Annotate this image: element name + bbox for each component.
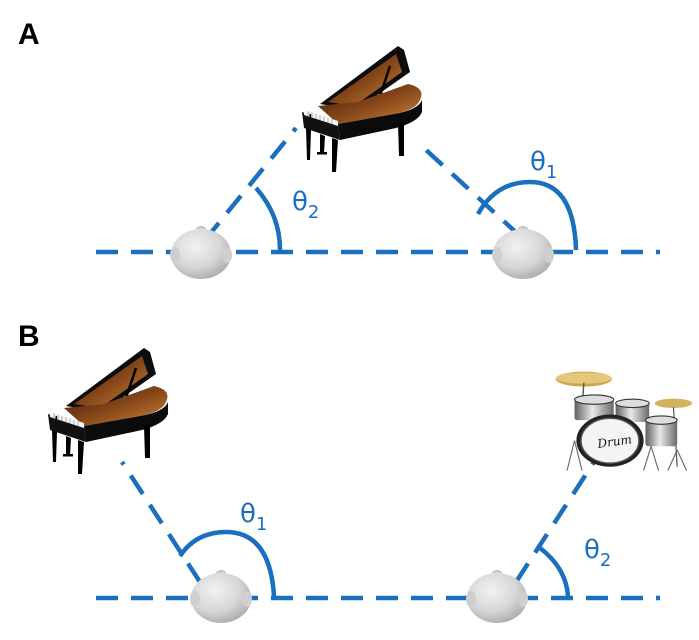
- panel-label: A: [18, 18, 40, 51]
- theta-symbol: θ: [292, 187, 308, 217]
- panel-label: B: [18, 320, 40, 353]
- theta-subscript: 2: [600, 550, 611, 571]
- theta-subscript: 2: [308, 202, 319, 223]
- panel-b: B θ1 θ2 Drum: [18, 320, 693, 624]
- angle-arc-left: [178, 529, 277, 597]
- sightline-left: [120, 460, 202, 584]
- angle-arc-right: [538, 546, 571, 597]
- theta-subscript: 1: [546, 162, 557, 183]
- theta-symbol: θ: [240, 499, 256, 529]
- grand-piano-icon: [46, 346, 170, 476]
- angle-label-right: θ1: [530, 147, 557, 183]
- drum-kit-icon: Drum: [555, 370, 693, 472]
- grand-piano-icon: [300, 44, 424, 174]
- panel-a: A θ2 θ1: [18, 18, 660, 280]
- sightline-right: [424, 148, 522, 238]
- drum-head-text: Drum: [596, 432, 633, 451]
- sightline-left: [203, 126, 298, 242]
- angle-arc-right: [476, 179, 579, 251]
- angle-label-left: θ2: [292, 187, 319, 223]
- head-top-view-icon: [491, 226, 555, 280]
- angle-arc-left: [254, 186, 283, 251]
- angle-label-right: θ2: [584, 535, 611, 571]
- theta-symbol: θ: [584, 535, 600, 565]
- angle-label-left: θ1: [240, 499, 267, 535]
- theta-symbol: θ: [530, 147, 546, 177]
- theta-subscript: 1: [256, 514, 267, 535]
- head-top-view-icon: [169, 226, 233, 280]
- sightline-right: [514, 460, 596, 584]
